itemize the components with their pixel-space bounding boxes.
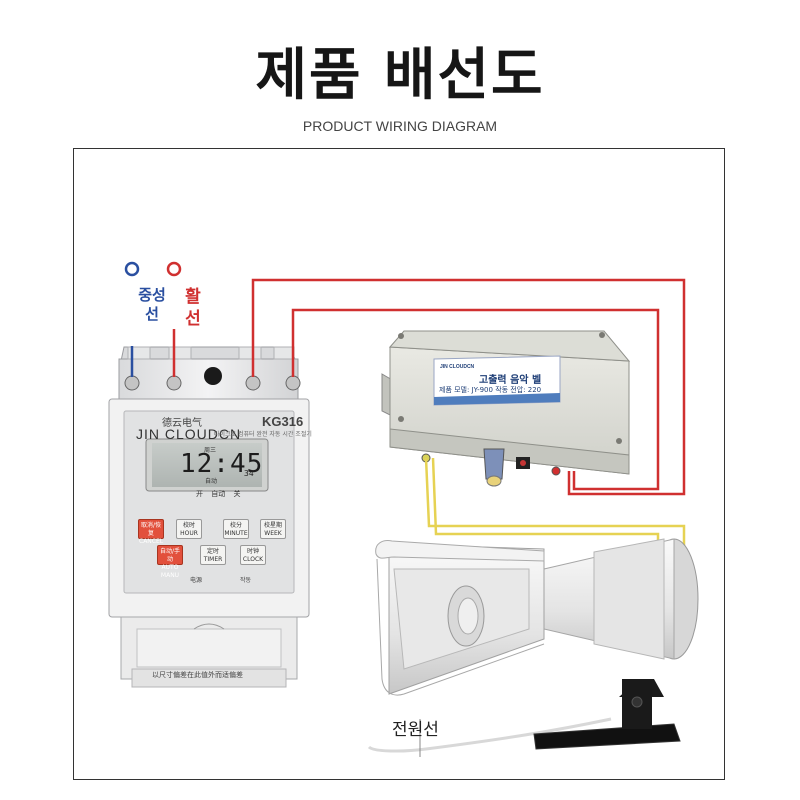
- key-minute[interactable]: 校分 MINUTE: [223, 519, 249, 539]
- output-wire-2: [291, 308, 660, 491]
- timer-subtitle: 마이크로 컴퓨터 완전 자동 시간 조절기: [214, 431, 312, 438]
- neutral-marker-icon: [124, 261, 140, 277]
- timer-terminals: [124, 375, 301, 391]
- page-title: 제품 배선도: [255, 43, 545, 108]
- timer-bottom-text: 以尺寸偏差在此值外而适偏差: [152, 671, 243, 679]
- input-wires: [124, 261, 182, 377]
- timer-mode-labels: 开 自动 关: [196, 490, 241, 498]
- key-cancel-recover[interactable]: 取消/恢复 CANCEL: [138, 519, 164, 545]
- key-auto-manual[interactable]: 自动/手动 AUTO MANU: [157, 545, 183, 579]
- lcd-seconds: 34: [244, 469, 254, 478]
- key-week[interactable]: 校星期 WEEK: [260, 519, 286, 539]
- bell-brand: JIN CLOUDCN: [440, 364, 475, 370]
- lcd-time: 12:45: [180, 449, 264, 479]
- power-indicator-label: 电源: [190, 577, 203, 584]
- timer-model: KG316: [262, 414, 304, 429]
- lcd-auto: 自动: [205, 478, 218, 485]
- key-hour[interactable]: 校时 HOUR: [176, 519, 202, 539]
- key-clock[interactable]: 时钟 CLOCK: [240, 545, 266, 565]
- terminal-out-1: [245, 375, 261, 391]
- output-wire-1: [251, 278, 686, 496]
- output-wires: [251, 278, 686, 496]
- neutral-wire-label: 중성선: [138, 286, 166, 323]
- wiring-diagram-illustration: [108, 261, 699, 757]
- music-bell-box: [381, 330, 631, 487]
- power-cord-label: 전원선: [392, 720, 439, 740]
- timer-brand-cn: 德云电气: [162, 418, 202, 429]
- horn-speaker: [367, 538, 699, 753]
- terminal-neutral: [124, 375, 140, 391]
- bell-spec: 제품 모델: JY-900 작동 전압: 220: [439, 386, 542, 394]
- live-marker-icon: [166, 261, 182, 277]
- timer-switch: [108, 346, 310, 688]
- timer-brand-en: JIN CLOUDCN: [136, 426, 242, 442]
- power-cord: [367, 717, 612, 753]
- lcd-day: 周三: [204, 447, 217, 454]
- wiring-diagram-frame: 德云电气 JIN CLOUDCN KG316 마이크로 컴퓨터 완전 자동 시간…: [73, 148, 725, 780]
- terminal-out-2: [285, 375, 301, 391]
- bell-title: 고출력 음악 벨: [479, 375, 542, 386]
- run-label: 작동: [240, 577, 252, 584]
- key-timer[interactable]: 定时 TIMER: [200, 545, 226, 565]
- terminal-live: [166, 375, 182, 391]
- live-wire-label: 활선: [185, 287, 201, 329]
- page-subtitle: PRODUCT WIRING DIAGRAM: [302, 118, 498, 134]
